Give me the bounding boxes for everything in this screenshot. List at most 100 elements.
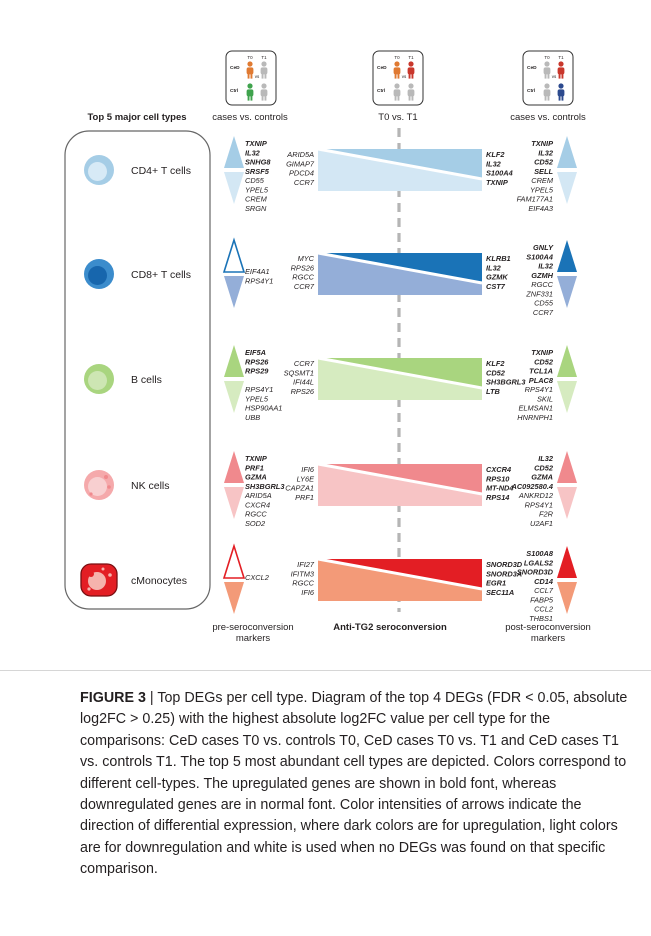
person-leg bbox=[411, 95, 414, 101]
pre-up-gene: SRSF5 bbox=[245, 167, 270, 176]
post-up-arrow bbox=[557, 451, 577, 483]
monocyte-granule-icon bbox=[88, 571, 94, 577]
post-down-gene: HNRNPH1 bbox=[517, 413, 553, 422]
cell-type-label: CD8+ T cells bbox=[131, 269, 191, 281]
post-up-gene: LGALS2 bbox=[524, 558, 554, 567]
mid-down-gene: RGCC bbox=[292, 273, 314, 282]
figure-label: FIGURE 3 bbox=[80, 690, 146, 706]
post-up-gene: SNORD3D bbox=[517, 568, 554, 577]
pre-down-arrow bbox=[224, 582, 244, 614]
post-up-gene: IL32 bbox=[538, 454, 554, 463]
pre-up-gene: RPS29 bbox=[245, 367, 269, 376]
post-up-arrow bbox=[557, 546, 577, 578]
pre-down-gene: RPS4Y1 bbox=[245, 276, 273, 285]
post-down-gene: FAM177A1 bbox=[517, 195, 553, 204]
person-body bbox=[260, 89, 268, 97]
post-up-gene: GZMH bbox=[531, 271, 553, 280]
person-leg bbox=[247, 95, 250, 101]
post-up-gene: S100A8 bbox=[526, 549, 554, 558]
person-head bbox=[544, 61, 550, 67]
mid-up-gene: IL32 bbox=[486, 263, 502, 272]
post-up-gene: S100A4 bbox=[526, 252, 553, 261]
post-up-gene: IL32 bbox=[538, 148, 554, 157]
post-down-gene: ANKRD12 bbox=[518, 491, 553, 500]
pre-down-arrow bbox=[224, 276, 244, 308]
label-t0: T0 bbox=[394, 55, 400, 60]
mid-up-gene: EGR1 bbox=[486, 579, 506, 588]
pre-up-gene: TXNIP bbox=[245, 454, 267, 463]
person-icon bbox=[393, 61, 401, 79]
mid-up-gene: SNORD3D bbox=[486, 560, 523, 569]
person-head bbox=[394, 61, 400, 67]
person-leg bbox=[408, 73, 411, 79]
person-head bbox=[247, 61, 253, 67]
post-down-gene: SKIL bbox=[537, 394, 553, 403]
cell-granule-icon bbox=[107, 485, 111, 489]
person-head bbox=[408, 61, 414, 67]
mid-up-gene: GZMK bbox=[486, 273, 508, 282]
label-t0: T0 bbox=[544, 55, 550, 60]
seroconversion-label: Anti-TG2 seroconversion bbox=[333, 622, 447, 633]
post-down-gene: U2AF1 bbox=[530, 519, 553, 528]
post-down-gene: FABP5 bbox=[530, 595, 554, 604]
label-ctrl: Ctrl bbox=[527, 88, 535, 94]
person-body bbox=[543, 89, 551, 97]
post-down-arrow bbox=[557, 487, 577, 519]
cell-type-panel bbox=[64, 130, 211, 610]
person-body bbox=[246, 67, 254, 75]
person-body bbox=[246, 89, 254, 97]
mid-up-gene: RPS10 bbox=[486, 474, 510, 483]
label-ced: CeD bbox=[527, 65, 537, 71]
person-icon bbox=[543, 61, 551, 79]
mid-down-gene: PRF1 bbox=[295, 493, 314, 502]
person-body bbox=[557, 89, 565, 97]
post-up-gene: GNLY bbox=[533, 243, 554, 252]
person-leg bbox=[411, 73, 414, 79]
monocyte-granule-icon bbox=[87, 587, 91, 591]
mid-down-gene: ARID5A bbox=[286, 150, 314, 159]
post-down-arrow bbox=[557, 276, 577, 308]
post-down-gene: YPEL5 bbox=[530, 185, 554, 194]
cell-nucleus-icon bbox=[88, 162, 107, 181]
label-vs: vs bbox=[402, 74, 407, 79]
pre-up-gene: IL32 bbox=[245, 148, 261, 157]
label-ctrl: Ctrl bbox=[230, 88, 238, 94]
cell-type-label: CD4+ T cells bbox=[131, 165, 191, 177]
post-up-gene: PLAC8 bbox=[529, 376, 554, 385]
mid-up-gene: RPS14 bbox=[486, 493, 509, 502]
post-up-gene: IL32 bbox=[538, 262, 554, 271]
pre-down-gene: YPEL5 bbox=[245, 394, 269, 403]
post-down-gene: CCR7 bbox=[533, 308, 554, 317]
mid-up-gene: CXCR4 bbox=[486, 465, 511, 474]
person-leg bbox=[544, 95, 547, 101]
label-ced: CeD bbox=[377, 65, 387, 71]
person-body bbox=[407, 67, 415, 75]
person-head bbox=[408, 83, 414, 89]
caption-text: | Top DEGs per cell type. Diagram of the… bbox=[80, 690, 628, 878]
mid-down-gene: RPS26 bbox=[291, 387, 315, 396]
cell-granule-icon bbox=[89, 492, 93, 496]
mid-up-gene: MT-ND4 bbox=[486, 484, 514, 493]
mid-divider-line bbox=[317, 462, 483, 496]
person-body bbox=[393, 89, 401, 97]
pre-up-gene: SNHG8 bbox=[245, 158, 271, 167]
mid-up-gene: LTB bbox=[486, 387, 500, 396]
cell-type-label: NK cells bbox=[131, 480, 170, 492]
person-body bbox=[393, 67, 401, 75]
pre-down-gene: CXCL2 bbox=[245, 573, 269, 582]
mid-down-gene: RGCC bbox=[292, 579, 314, 588]
mid-down-gene: CCR7 bbox=[294, 282, 315, 291]
person-leg bbox=[394, 95, 397, 101]
mid-up-gene: S100A4 bbox=[486, 169, 513, 178]
post-up-gene: CD52 bbox=[534, 463, 554, 472]
person-leg bbox=[394, 73, 397, 79]
mid-down-gene: IFI27 bbox=[297, 560, 315, 569]
post-down-gene: CCL7 bbox=[534, 586, 554, 595]
cell-type-label: B cells bbox=[131, 374, 162, 386]
mid-up-gene: CD52 bbox=[486, 368, 506, 377]
pre-up-gene: RPS26 bbox=[245, 357, 269, 366]
pre-up-arrow bbox=[224, 345, 244, 377]
person-body bbox=[543, 67, 551, 75]
person-leg bbox=[561, 95, 564, 101]
